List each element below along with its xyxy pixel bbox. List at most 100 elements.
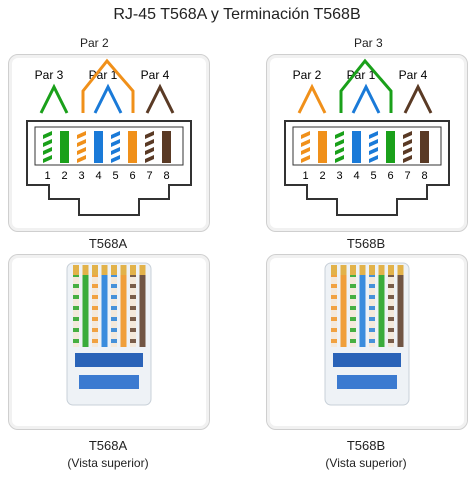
t568b-photo-subcaption: (Vista superior)	[325, 456, 407, 470]
gold-contact	[139, 265, 146, 275]
plug-wire-4	[101, 265, 108, 347]
jack-window	[292, 126, 442, 166]
plug-wire-6	[378, 265, 385, 347]
pair-mid-label: Par 1	[347, 68, 376, 82]
jack-window	[34, 126, 184, 166]
gold-contact	[350, 265, 356, 275]
pin-number-4: 4	[95, 170, 101, 182]
t568a-photo-panel	[8, 254, 210, 430]
plug-wire-3	[350, 265, 356, 347]
gold-contact	[331, 265, 337, 275]
plug-wire-8	[139, 265, 146, 347]
pin-number-6: 6	[129, 170, 135, 182]
wire-4-blue	[352, 131, 361, 163]
t568a-photo-subcaption: (Vista superior)	[67, 456, 149, 470]
t568a-top-pair-label: Par 2	[80, 36, 109, 50]
pin-number-5: 5	[112, 170, 118, 182]
t568a-photo-caption: T568A	[88, 438, 128, 453]
t568b-connector-image	[324, 262, 410, 406]
pair-right-loop	[403, 83, 433, 114]
gold-contact	[101, 265, 108, 275]
plug-wire-7	[130, 265, 136, 347]
cable-jacket-band	[75, 353, 143, 367]
pin-number-2: 2	[61, 170, 67, 182]
cable-jacket-band	[333, 353, 401, 367]
wire-7-white-brown-stripe	[145, 131, 154, 163]
t568a-wires	[43, 131, 171, 163]
wire-8-brown	[162, 131, 171, 163]
cable-jacket	[337, 375, 397, 389]
gold-contact	[369, 265, 375, 275]
pin-number-1: 1	[44, 170, 50, 182]
wire-4-blue	[94, 131, 103, 163]
pin-number-5: 5	[370, 170, 376, 182]
pin-number-8: 8	[421, 170, 427, 182]
plug-wire-5	[111, 265, 117, 347]
wire-3-white-orange-stripe	[77, 131, 86, 163]
wire-5-white-blue-stripe	[111, 131, 120, 163]
pair-mid-label: Par 1	[89, 68, 118, 82]
wire-5-white-blue-stripe	[369, 131, 378, 163]
plug-wire-6	[120, 265, 127, 347]
pair-mid-loop	[351, 83, 381, 114]
pair-right-label: Par 4	[399, 68, 428, 82]
wire-1-white-green-stripe	[43, 131, 52, 163]
plug-wire-1	[331, 265, 337, 347]
pair-left-label: Par 3	[35, 68, 64, 82]
t568a-caption: T568A	[88, 236, 128, 251]
gold-contact	[397, 265, 404, 275]
pair-left-loop	[39, 83, 69, 114]
gold-contact	[359, 265, 366, 275]
gold-contact	[388, 265, 394, 275]
gold-contact	[120, 265, 127, 275]
t568b-caption: T568B	[346, 236, 386, 251]
plug-wire-1	[73, 265, 79, 347]
wire-7-white-brown-stripe	[403, 131, 412, 163]
pair-mid-loop	[93, 83, 123, 114]
pin-number-7: 7	[404, 170, 410, 182]
gold-contact	[130, 265, 136, 275]
plug-wire-5	[369, 265, 375, 347]
gold-contact	[92, 265, 98, 275]
wire-2-orange	[318, 131, 327, 163]
plug-wire-2	[340, 265, 347, 347]
wire-2-green	[60, 131, 69, 163]
wire-3-white-green-stripe	[335, 131, 344, 163]
pair-right-label: Par 4	[141, 68, 170, 82]
cable-jacket	[79, 375, 139, 389]
t568b-top-pair-label: Par 3	[354, 36, 383, 50]
gold-contact	[82, 265, 89, 275]
plug-wire-7	[388, 265, 394, 347]
t568b-wires	[301, 131, 429, 163]
gold-contact	[378, 265, 385, 275]
pin-number-4: 4	[353, 170, 359, 182]
pin-number-6: 6	[387, 170, 393, 182]
wire-6-green	[386, 131, 395, 163]
plug-wire-4	[359, 265, 366, 347]
plug-wire-3	[92, 265, 98, 347]
pin-number-3: 3	[78, 170, 84, 182]
pin-number-7: 7	[146, 170, 152, 182]
wire-8-brown	[420, 131, 429, 163]
page-title: RJ-45 T568A y Terminación T568B	[113, 6, 361, 23]
pair-top-loop	[339, 58, 393, 113]
pin-number-3: 3	[336, 170, 342, 182]
gold-contact	[111, 265, 117, 275]
plug-wire-2	[82, 265, 89, 347]
pin-number-2: 2	[319, 170, 325, 182]
pair-left-label: Par 2	[293, 68, 322, 82]
pair-top-loop	[81, 58, 135, 113]
plug-wire-8	[397, 265, 404, 347]
t568b-photo-panel	[266, 254, 468, 430]
wire-1-white-orange-stripe	[301, 131, 310, 163]
wire-6-orange	[128, 131, 137, 163]
pin-number-8: 8	[163, 170, 169, 182]
t568b-photo-caption: T568B	[346, 438, 386, 453]
gold-contact	[340, 265, 347, 275]
